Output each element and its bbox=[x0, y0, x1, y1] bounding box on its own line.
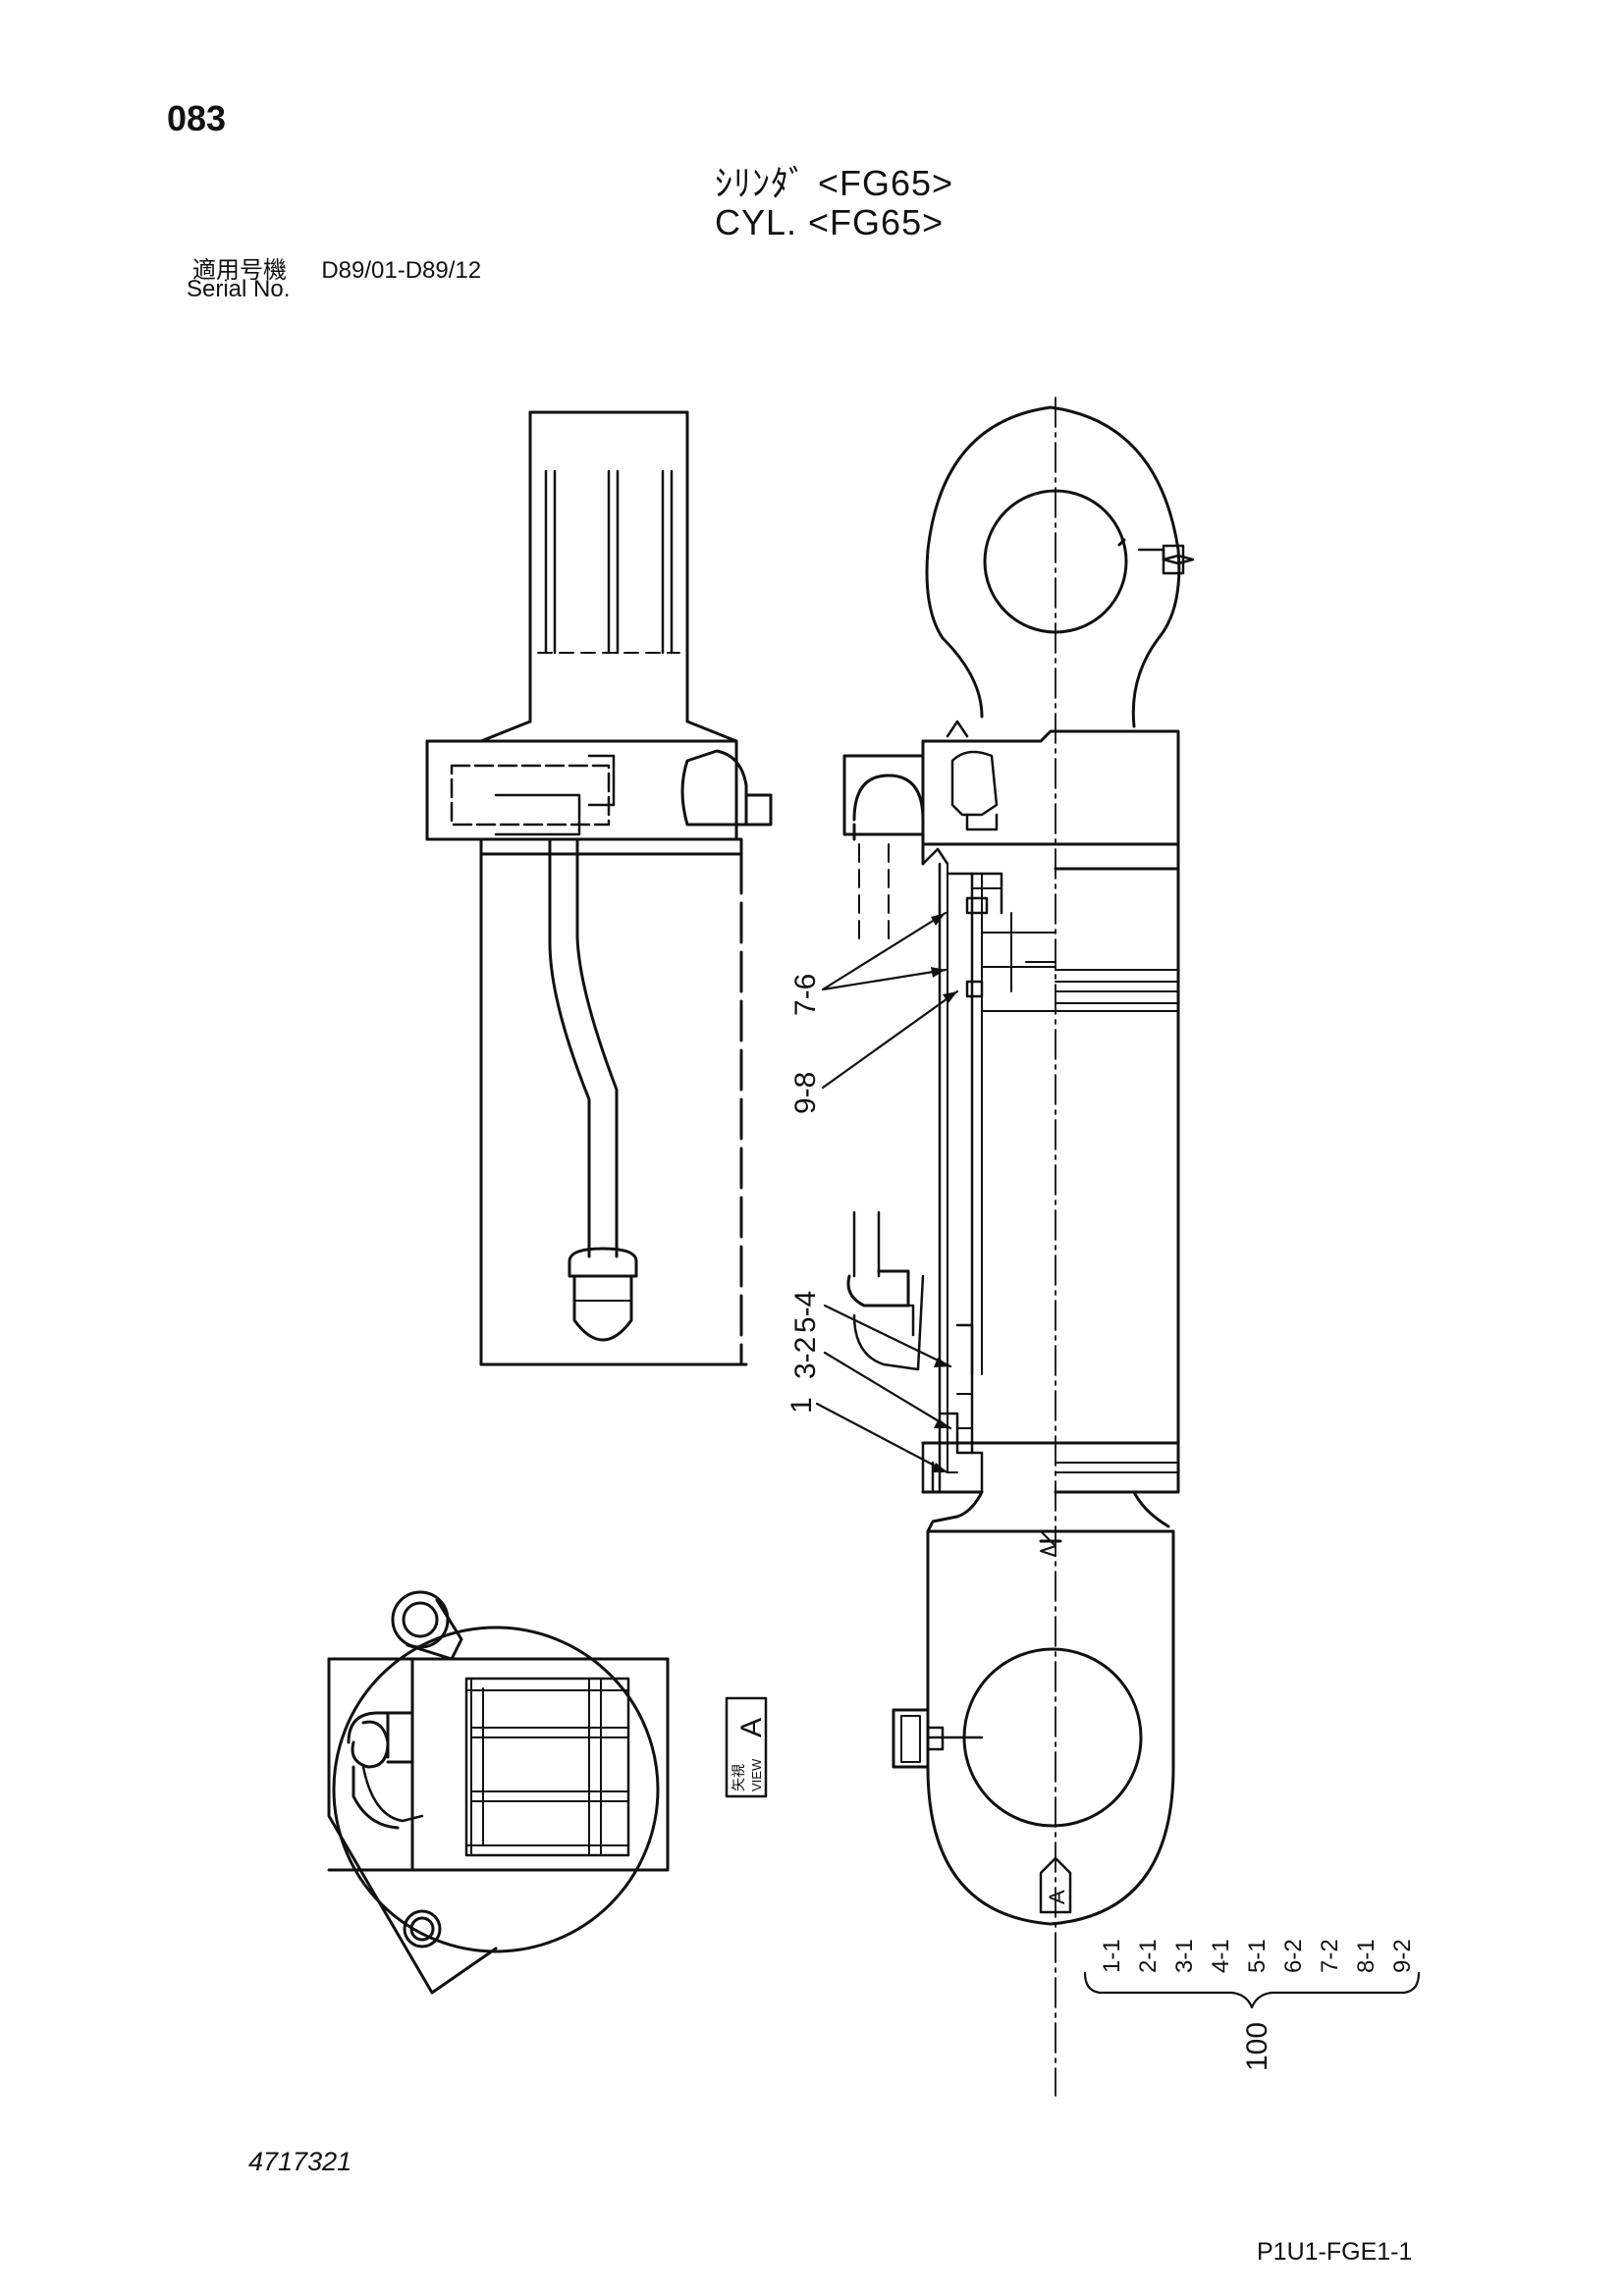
callout-3-2: 3-2 bbox=[789, 1337, 822, 1379]
view-letter: A bbox=[735, 1718, 768, 1737]
serial-label-jp: 適用号機 bbox=[192, 257, 287, 284]
assembly-parts-list: 1-1 2-1 3-1 4-1 5-1 6-2 7-2 8-1 9-2 bbox=[1099, 1939, 1416, 1973]
view-a-arrow-icon bbox=[1039, 1856, 1072, 1914]
callout-5-4: 5-4 bbox=[789, 1291, 822, 1333]
title-japanese: ｼﾘﾝﾀﾞ <FG65> bbox=[715, 163, 954, 203]
view-a bbox=[327, 1590, 670, 1995]
callout-7-6: 7-6 bbox=[789, 974, 822, 1016]
sheet-code: P1U1-FGE1-1 bbox=[1257, 2238, 1413, 2266]
view-label-jp: 矢視 bbox=[731, 1764, 746, 1791]
leader-arrowheads bbox=[931, 913, 957, 1472]
view-label-en: VIEW bbox=[749, 1758, 764, 1791]
title-english: CYL. <FG65> bbox=[715, 202, 945, 242]
callout-9-8: 9-8 bbox=[789, 1072, 822, 1114]
view-a-label-box bbox=[725, 1696, 768, 1798]
serial-range: D89/01-D89/12 bbox=[321, 257, 482, 284]
leader-lines bbox=[815, 911, 959, 1474]
assembly-part: 9-2 bbox=[1389, 1939, 1416, 1973]
assembly-part: 1-1 bbox=[1099, 1939, 1125, 1973]
assembly-part: 2-1 bbox=[1135, 1939, 1162, 1973]
assembly-part: 5-1 bbox=[1244, 1939, 1271, 1973]
assembly-part: 3-1 bbox=[1171, 1939, 1198, 1973]
serial-applicability: 適用号機 D89/01-D89/12 bbox=[192, 250, 481, 285]
page-number: 083 bbox=[167, 98, 227, 138]
assembly-part: 6-2 bbox=[1280, 1939, 1307, 1973]
assembly-brace bbox=[1083, 1971, 1421, 2009]
serial-label-en: Serial No. bbox=[187, 276, 291, 302]
callout-1: 1 bbox=[785, 1397, 818, 1414]
assembly-part: 7-2 bbox=[1317, 1939, 1343, 1973]
view-marker-letter: A bbox=[1045, 1890, 1069, 1904]
side-view bbox=[425, 410, 773, 1366]
section-view bbox=[842, 397, 1195, 2097]
assembly-number: 100 bbox=[1241, 2022, 1273, 2071]
assembly-part: 8-1 bbox=[1353, 1939, 1380, 1973]
assembly-part: 4-1 bbox=[1208, 1939, 1234, 1973]
drawing-code: 4717321 bbox=[248, 2147, 352, 2176]
